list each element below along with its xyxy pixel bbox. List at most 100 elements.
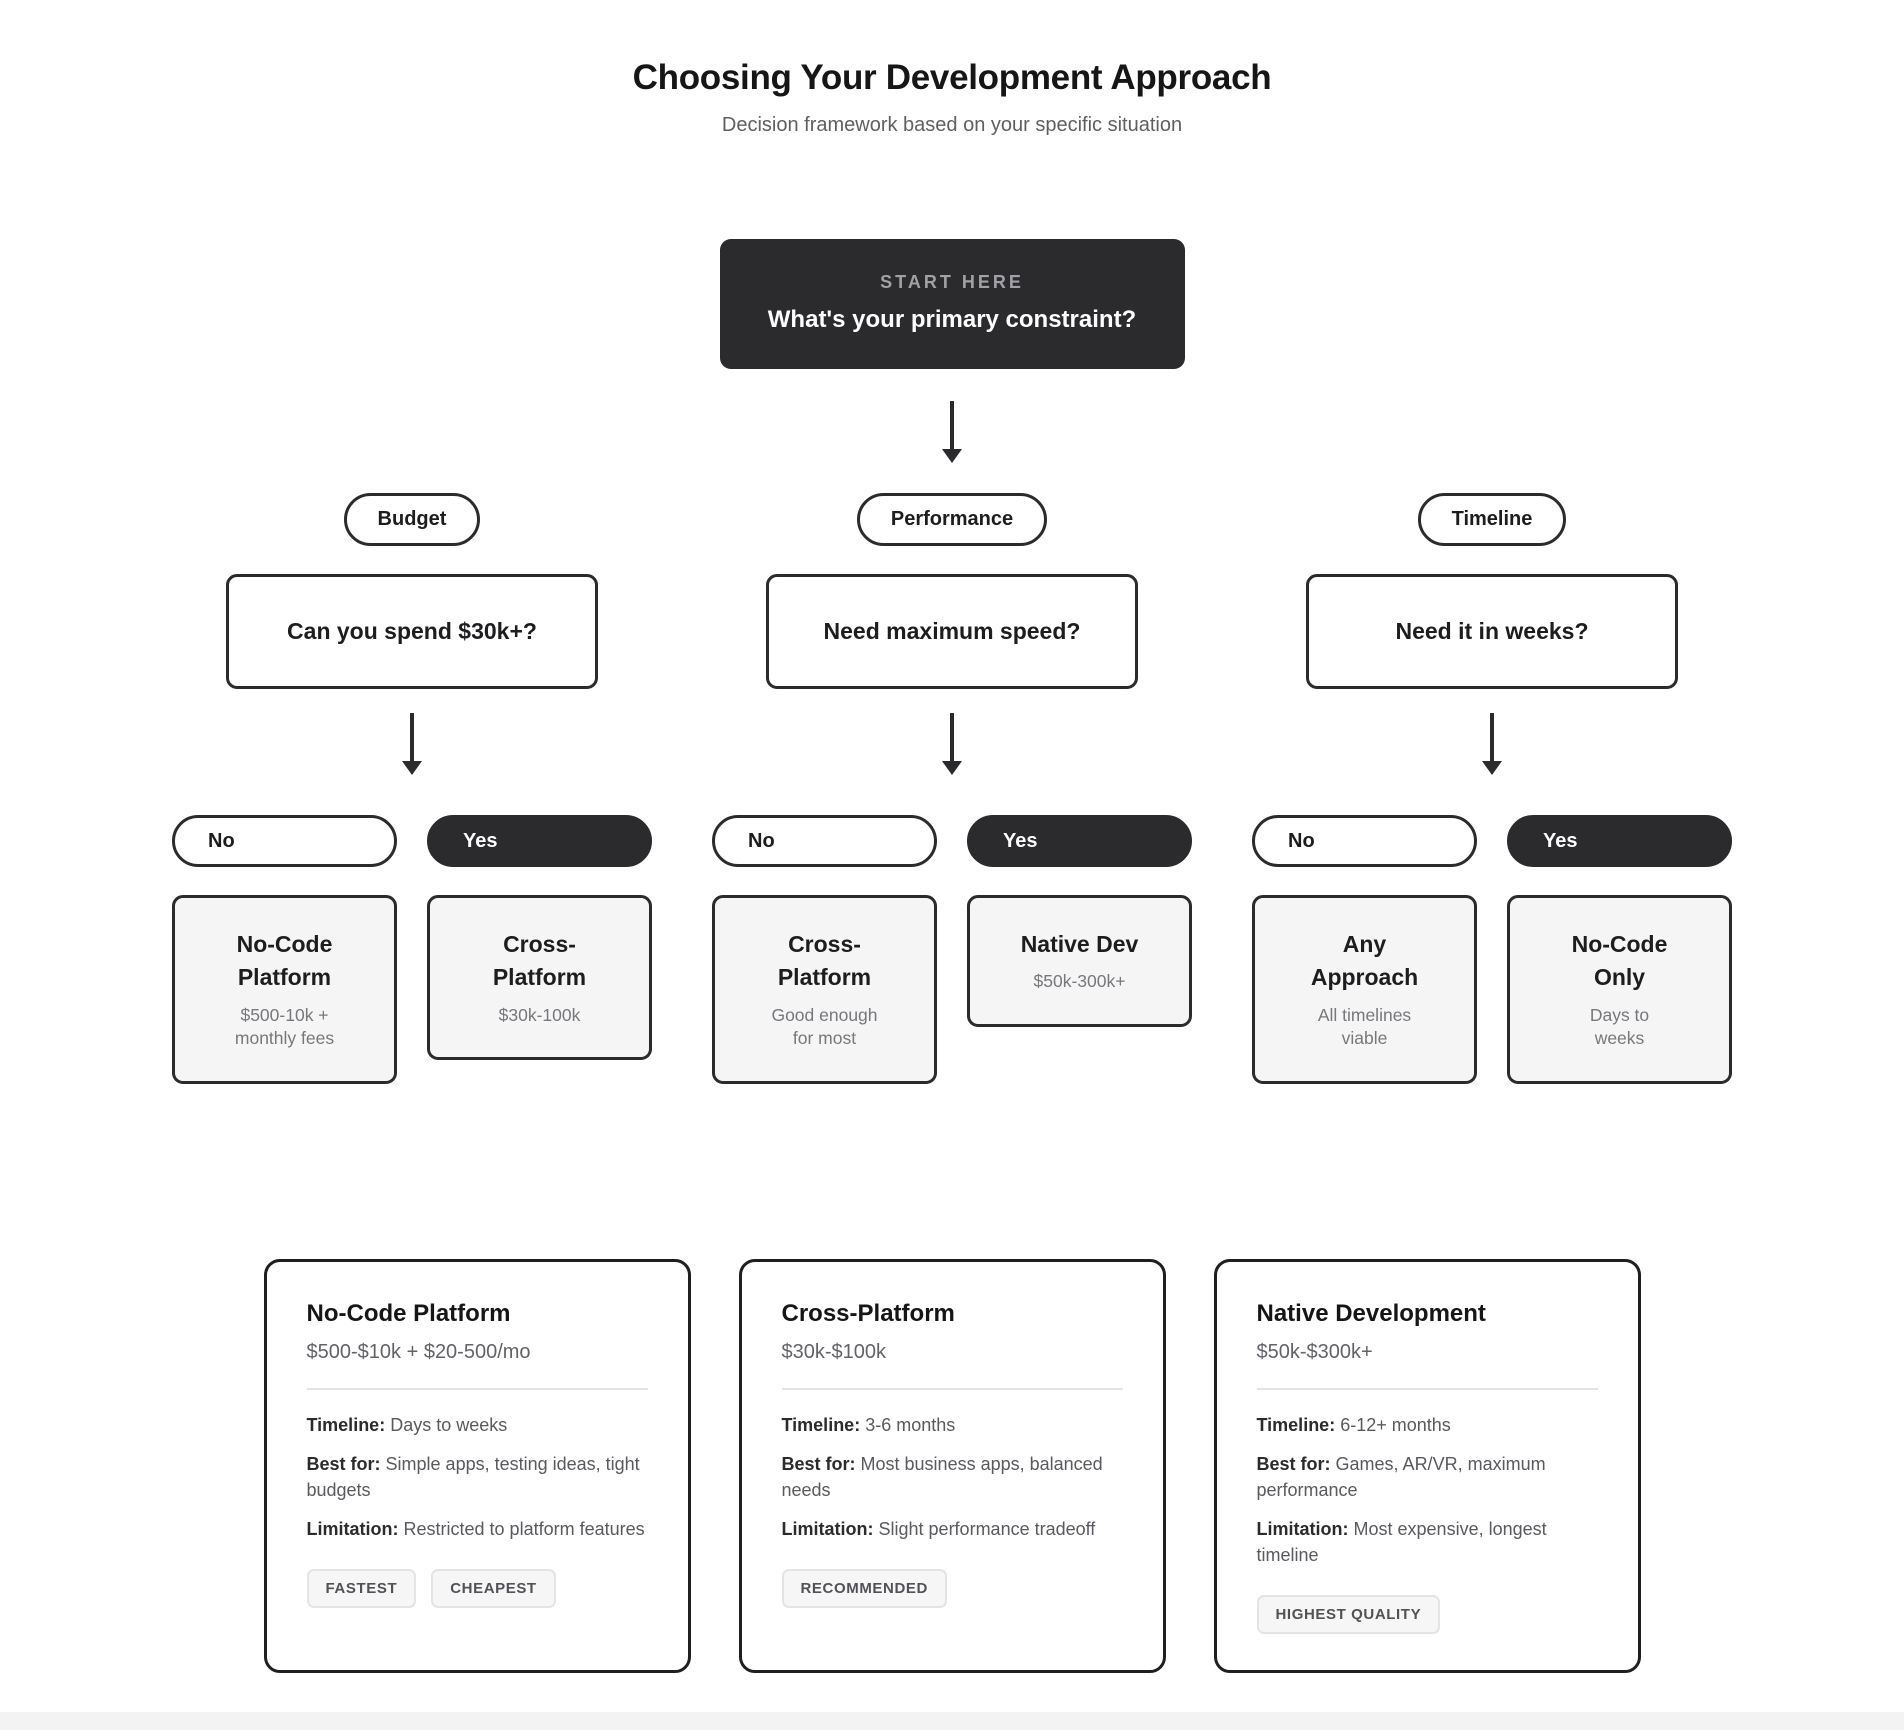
arrow-line [950, 401, 954, 449]
spec-limitation: Limitation: Slight performance tradeoff [782, 1516, 1123, 1542]
answer-branch-no: No Cross- Platform Good enough for most [712, 815, 937, 1084]
answer-pill-no: No [712, 815, 937, 867]
card-price: $50k-$300k+ [1256, 1340, 1373, 1363]
down-arrow [402, 713, 422, 775]
badge-recommended: RECOMMENDED [781, 1569, 947, 1609]
answer-branch-no: No No-Code Platform $500-10k + monthly f… [172, 815, 397, 1084]
result-title: Any Approach [1310, 931, 1419, 991]
card-title: Cross-Platform [781, 1299, 955, 1327]
answer-pill-no: No [1252, 815, 1477, 867]
card-price: $30k-$100k [781, 1340, 887, 1363]
result-node: No-Code Platform $500-10k + monthly fees [172, 895, 397, 1084]
start-node: START HERE What's your primary constrain… [719, 239, 1185, 369]
approach-card-native: Native Development $50k-$300k+ Timeline:… [1213, 1258, 1641, 1674]
arrow-line [950, 713, 954, 761]
spec-timeline: Timeline: 3-6 months [782, 1412, 1123, 1438]
answer-branch-yes: Yes No-Code Only Days to weeks [1507, 815, 1732, 1084]
question-box-timeline: Need it in weeks? [1306, 574, 1678, 689]
result-node: Cross- Platform Good enough for most [712, 895, 937, 1084]
badge-row: RECOMMENDED [781, 1569, 1123, 1609]
answer-pill-yes: Yes [967, 815, 1192, 867]
spec-best-for: Best for: Games, AR/VR, maximum performa… [1257, 1451, 1598, 1503]
spec-label: Best for: [306, 1454, 381, 1475]
question-box-budget: Can you spend $30k+? [226, 574, 598, 689]
card-price: $500-$10k + $20-500/mo [306, 1340, 531, 1363]
spec-value: 6-12+ months [1340, 1414, 1451, 1435]
page-subtitle: Decision framework based on your specifi… [721, 114, 1183, 136]
spec-value: 3-6 months [865, 1414, 956, 1435]
result-detail: $30k-100k [498, 1004, 581, 1025]
spec-value: Most business apps, balanced needs [781, 1454, 1103, 1501]
arrow-line [1490, 713, 1494, 761]
spec-value: Simple apps, testing ideas, tight budget… [306, 1454, 640, 1501]
spec-label: Limitation: [1256, 1519, 1349, 1540]
down-arrow [942, 713, 962, 775]
card-divider [306, 1387, 648, 1390]
result-node: Any Approach All timelines viable [1252, 895, 1477, 1084]
arrow-head-icon [1482, 761, 1502, 775]
result-title: Cross- Platform [777, 931, 872, 991]
category-pill-budget: Budget [343, 493, 481, 546]
badge-row: HIGHEST QUALITY [1256, 1595, 1598, 1635]
answer-branch-no: No Any Approach All timelines viable [1252, 815, 1477, 1084]
spec-limitation: Limitation: Restricted to platform featu… [307, 1516, 648, 1542]
spec-value: Slight performance tradeoff [878, 1519, 1096, 1540]
branch-column-timeline: Timeline Need it in weeks? No Any Approa… [1252, 493, 1732, 1084]
result-detail: $500-10k + monthly fees [234, 1004, 335, 1049]
spec-label: Timeline: [1256, 1414, 1336, 1435]
result-detail: Good enough for most [771, 1004, 878, 1049]
result-detail: $50k-300k+ [1033, 971, 1126, 992]
result-title: No-Code Platform [236, 931, 333, 991]
spec-best-for: Best for: Most business apps, balanced n… [782, 1451, 1123, 1503]
card-divider [781, 1387, 1123, 1390]
badge-row: FASTEST CHEAPEST [306, 1569, 648, 1609]
spec-limitation: Limitation: Most expensive, longest time… [1257, 1516, 1598, 1568]
answer-branch-yes: Yes Cross- Platform $30k-100k [427, 815, 652, 1084]
spec-label: Limitation: [306, 1519, 399, 1540]
answer-row: No Cross- Platform Good enough for most … [712, 815, 1192, 1084]
spec-label: Limitation: [781, 1519, 874, 1540]
spec-value: Days to weeks [390, 1414, 508, 1435]
category-pill-timeline: Timeline [1417, 493, 1567, 546]
question-box-performance: Need maximum speed? [766, 574, 1138, 689]
page-header: Choosing Your Development Approach Decis… [0, 0, 1904, 137]
result-detail: Days to weeks [1589, 1004, 1650, 1049]
spec-label: Best for: [781, 1454, 856, 1475]
card-divider [1256, 1387, 1598, 1390]
start-question: What's your primary constraint? [767, 306, 1137, 333]
arrow-line [410, 713, 414, 761]
card-title: Native Development [1256, 1299, 1486, 1327]
badge-cheapest: CHEAPEST [431, 1569, 556, 1609]
branch-column-performance: Performance Need maximum speed? No Cross… [712, 493, 1192, 1084]
spec-timeline: Timeline: Days to weeks [307, 1412, 648, 1438]
badge-fastest: FASTEST [306, 1569, 417, 1609]
branch-columns: Budget Can you spend $30k+? No No-Code P… [0, 493, 1904, 1084]
result-node: Cross- Platform $30k-100k [427, 895, 652, 1061]
approach-cards: No-Code Platform $500-$10k + $20-500/mo … [0, 1258, 1904, 1674]
result-title: Cross- Platform [492, 931, 587, 991]
spec-best-for: Best for: Simple apps, testing ideas, ti… [307, 1451, 648, 1503]
badge-highest-quality: HIGHEST QUALITY [1256, 1595, 1441, 1635]
result-title: No-Code Only [1571, 931, 1668, 991]
spec-value: Most expensive, longest timeline [1256, 1519, 1547, 1566]
arrow-head-icon [402, 761, 422, 775]
answer-pill-no: No [172, 815, 397, 867]
spec-value: Restricted to platform features [403, 1519, 645, 1540]
result-title: Native Dev [1020, 931, 1139, 957]
spec-label: Timeline: [306, 1414, 386, 1435]
arrow-head-icon [942, 761, 962, 775]
result-node: Native Dev $50k-300k+ [967, 895, 1192, 1027]
answer-pill-yes: Yes [1507, 815, 1732, 867]
spec-label: Best for: [1256, 1454, 1331, 1475]
branch-column-budget: Budget Can you spend $30k+? No No-Code P… [172, 493, 652, 1084]
down-arrow [1482, 713, 1502, 775]
answer-branch-yes: Yes Native Dev $50k-300k+ [967, 815, 1192, 1084]
spec-timeline: Timeline: 6-12+ months [1257, 1412, 1598, 1438]
spec-label: Timeline: [781, 1414, 861, 1435]
approach-card-no-code: No-Code Platform $500-$10k + $20-500/mo … [263, 1258, 691, 1674]
spec-value: Games, AR/VR, maximum performance [1256, 1454, 1546, 1501]
answer-pill-yes: Yes [427, 815, 652, 867]
answer-row: No Any Approach All timelines viable Yes… [1252, 815, 1732, 1084]
start-label: START HERE [880, 272, 1024, 292]
